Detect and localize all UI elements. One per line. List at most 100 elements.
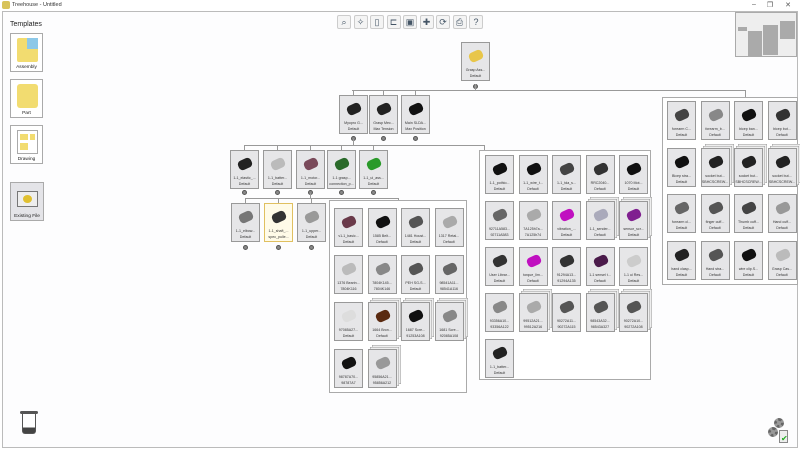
tree-node[interactable]: 1-1_pothio...Default bbox=[485, 155, 514, 194]
tree-node[interactable]: 7A125h7a...7A125h74 bbox=[518, 201, 548, 240]
close-button[interactable]: ✕ bbox=[785, 2, 791, 9]
print-button[interactable]: ⎙ bbox=[452, 15, 467, 29]
tree-node[interactable]: forearm cl...Default bbox=[667, 194, 696, 233]
tree-node[interactable]: forearm_b...Default bbox=[700, 101, 730, 140]
tree-node[interactable]: torque_lim...Default bbox=[518, 247, 548, 286]
tree-node[interactable]: 1481 Houst...Default bbox=[401, 208, 430, 247]
help-button[interactable]: ? bbox=[469, 15, 483, 29]
tree-node[interactable]: 1070 Mot...Default bbox=[619, 155, 648, 194]
minimize-button[interactable]: – bbox=[752, 1, 756, 8]
tree-node[interactable]: v1-1_basic...Default bbox=[334, 208, 363, 247]
connector-line bbox=[311, 198, 312, 203]
help-icon: ? bbox=[473, 17, 479, 27]
tree-node[interactable]: 1687 Scre...91253A108 bbox=[401, 302, 430, 341]
pin-button[interactable]: ✧ bbox=[353, 15, 368, 29]
tree-node[interactable]: socket but...SBHCSCREW... bbox=[700, 147, 730, 187]
tree-node[interactable]: hand clasp...Default bbox=[667, 240, 696, 280]
tree-node[interactable]: 1-1_elbow...Default bbox=[231, 203, 260, 242]
node-config: Default bbox=[627, 233, 640, 237]
add-component-button[interactable]: ✚ bbox=[419, 15, 434, 29]
tree-node[interactable]: Grasp Ass...Default bbox=[461, 42, 490, 81]
tree-node[interactable]: 93356A10...93356A122 bbox=[485, 293, 514, 332]
template-drawing[interactable]: Drawing bbox=[10, 125, 43, 164]
tree-node[interactable]: 98543A32...98543A327 bbox=[585, 293, 615, 332]
tree-node[interactable]: 1-1_wire_t...Default bbox=[518, 155, 548, 194]
tree-node[interactable]: wire clip.S...Default bbox=[734, 240, 763, 280]
tree-node[interactable]: 97085A27...Default bbox=[334, 302, 363, 341]
node-name: bicep but... bbox=[773, 127, 791, 131]
expand-toggle[interactable] bbox=[371, 190, 376, 195]
tree-node[interactable]: 90272A10...90272A108 bbox=[619, 293, 648, 332]
tree-node[interactable]: socket but...SBHCSCREW... bbox=[767, 147, 797, 187]
tree-node[interactable]: 1-1_sender...Default bbox=[585, 201, 615, 240]
minimap[interactable] bbox=[735, 12, 797, 57]
tree-node[interactable]: 90272A11...90272A115 bbox=[552, 293, 581, 332]
tree-node[interactable]: vibration_...Default bbox=[552, 201, 581, 240]
tree-node[interactable]: 1-1_motor...Default bbox=[296, 150, 325, 189]
tree-node[interactable]: User Librar...Default bbox=[485, 247, 514, 286]
node-name: 1-1_upper... bbox=[301, 229, 322, 233]
tree-node[interactable]: 1-1_tda_s...Default bbox=[552, 155, 581, 194]
tree-node[interactable]: Hand cuff...Default bbox=[767, 194, 797, 233]
tree-node[interactable]: 1317 Retai...Default bbox=[434, 208, 464, 247]
expand-toggle[interactable] bbox=[242, 190, 247, 195]
tree-node[interactable]: 1-1_shaft_...spec_pulle... bbox=[264, 203, 293, 242]
zoom-fit-button[interactable]: ⌕ bbox=[337, 15, 351, 29]
tree-node[interactable]: 1-1_batter...Default bbox=[263, 150, 292, 189]
tree-node[interactable]: PEH SG-S...Default bbox=[401, 255, 430, 294]
tree-node[interactable]: 1681 Scre...92085A108 bbox=[434, 302, 464, 341]
tree-node[interactable]: 1-1 sensel t...Default bbox=[585, 247, 615, 286]
tree-node[interactable]: 98541A11...98541A116 bbox=[434, 255, 464, 294]
tree-node[interactable]: 91294A13...91294A135 bbox=[552, 247, 581, 286]
tree-node[interactable]: bicep ban...Default bbox=[734, 101, 763, 140]
node-config: Default bbox=[709, 272, 721, 277]
connector-line bbox=[244, 145, 484, 146]
expand-toggle[interactable] bbox=[413, 136, 418, 141]
tree-node[interactable]: bicep but... Default bbox=[767, 101, 797, 140]
settings-gears-icon[interactable]: ✔ bbox=[768, 418, 792, 444]
tree-node[interactable]: Main SLDA...Max Position bbox=[401, 95, 430, 134]
expand-toggle[interactable] bbox=[276, 245, 281, 250]
expand-toggle[interactable] bbox=[243, 245, 248, 250]
trash-icon[interactable] bbox=[20, 411, 38, 435]
template-assembly[interactable]: Assembly bbox=[10, 33, 43, 72]
tree-node[interactable]: Bicep stra...Default bbox=[667, 147, 696, 187]
tree-node[interactable]: 1-1_elastic_...Default bbox=[230, 150, 259, 189]
tree-node[interactable]: socket but...SBHCSCREW... bbox=[734, 147, 763, 187]
tree-node[interactable]: finger cuff...Default bbox=[700, 194, 730, 233]
tree-node[interactable]: 1-1 ui Res...Default bbox=[619, 247, 648, 286]
tree-node[interactable]: Thumb cuff...Default bbox=[734, 194, 763, 233]
tree-node[interactable]: Myopro G...Default bbox=[339, 95, 368, 134]
tree-node[interactable]: Hand stra...Default bbox=[700, 240, 730, 280]
tree-node[interactable]: sensor_scr...Default bbox=[619, 201, 648, 240]
new-file-button[interactable]: ▯ bbox=[370, 15, 384, 29]
tree-node[interactable]: 1-1_upper...Default bbox=[297, 203, 326, 242]
expand-toggle[interactable] bbox=[381, 136, 386, 141]
node-config: Default bbox=[776, 133, 788, 137]
tree-node[interactable]: forearm C...Default bbox=[667, 101, 696, 140]
tree-node[interactable]: 1664 Bron...Default bbox=[367, 302, 397, 341]
tree-node[interactable]: 92711A583...92711A583 bbox=[485, 201, 514, 240]
expand-toggle[interactable] bbox=[309, 245, 314, 250]
expand-toggle[interactable] bbox=[339, 190, 344, 195]
tree-node[interactable]: 1376 Bearin...7804K116 bbox=[334, 255, 363, 294]
tree-node[interactable]: Grasp Mec...Max Tension bbox=[369, 95, 398, 134]
tree-node[interactable]: 1585 Belt...Default bbox=[367, 208, 397, 247]
tree-node[interactable]: Grasp Cas...Default bbox=[767, 240, 797, 280]
tree-node[interactable]: 1-1_batter...Default bbox=[485, 339, 514, 378]
tree-node[interactable]: 95856A21...95856A212 bbox=[367, 349, 397, 388]
part-thumbnail-icon bbox=[439, 259, 461, 279]
tree-node[interactable]: 1-1 grasp...connection_p... bbox=[327, 150, 356, 189]
save-button[interactable]: ▣ bbox=[403, 15, 417, 29]
tree-node[interactable]: 7804K145...7804K146 bbox=[367, 255, 397, 294]
maximize-button[interactable]: ❐ bbox=[766, 2, 774, 9]
refresh-button[interactable]: ⟳ bbox=[436, 15, 450, 29]
open-folder-button[interactable]: ⊏ bbox=[386, 15, 401, 29]
tree-node[interactable]: 1-1_ui_ass...Default bbox=[359, 150, 388, 189]
tree-node[interactable]: RRC2040...Default bbox=[585, 155, 615, 194]
tree-node[interactable]: 99512A21...99512A216 bbox=[518, 293, 548, 332]
expand-toggle[interactable] bbox=[275, 190, 280, 195]
tree-node[interactable]: 98787A70...98787A7 bbox=[334, 349, 363, 388]
template-part[interactable]: Part bbox=[10, 79, 43, 118]
existing-file-button[interactable]: Existing File bbox=[10, 182, 44, 221]
